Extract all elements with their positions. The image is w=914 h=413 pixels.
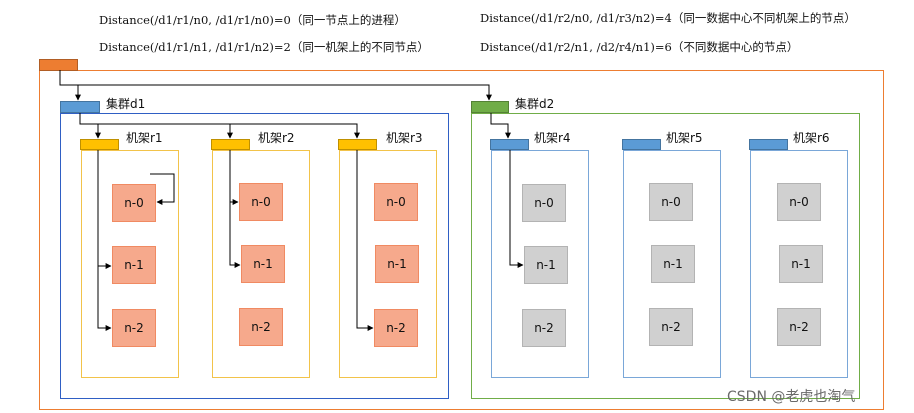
formula-1-note: （同一节点上的进程） (290, 13, 406, 27)
formula-1: Distance(/d1/r1/n0, /d1/r1/n0)=0（同一节点上的进… (99, 12, 406, 28)
rack-r3-node-2: n-2 (374, 309, 418, 347)
rack-r6-container (750, 150, 848, 378)
rack-r6-node-2: n-2 (777, 308, 821, 346)
rack-r5-tab (622, 139, 661, 150)
rack-r4-container (491, 150, 589, 378)
formula-4: Distance(/d1/r2/n1, /d2/r4/n1)=6（不同数据中心的… (480, 39, 798, 55)
rack-r4-tab (490, 139, 529, 150)
rack-r3-tab (338, 139, 377, 150)
rack-r5-node-1: n-1 (651, 245, 695, 283)
rack-r5-node-0: n-0 (649, 183, 693, 221)
rack-r1-label: 机架r1 (126, 131, 163, 145)
rack-r1-container (81, 150, 179, 378)
rack-r4-node-2: n-2 (522, 309, 566, 347)
rack-r2-node-2: n-2 (239, 308, 283, 346)
formula-4-expr: Distance(/d1/r2/n1, /d2/r4/n1)=6 (480, 40, 672, 54)
formula-3: Distance(/d1/r2/n0, /d1/r3/n2)=4（同一数据中心不… (480, 10, 856, 26)
rack-r3-label: 机架r3 (386, 131, 423, 145)
rack-r2-tab (211, 139, 250, 150)
watermark: CSDN @老虎也淘气 (727, 389, 856, 405)
formula-2-expr: Distance(/d1/r1/n1, /d1/r1/n2)=2 (99, 40, 291, 54)
formula-2: Distance(/d1/r1/n1, /d1/r1/n2)=2（同一机架上的不… (99, 39, 429, 55)
rack-r4-node-0: n-0 (522, 184, 566, 222)
rack-r1-node-0: n-0 (112, 184, 156, 222)
rack-r2-node-0: n-0 (239, 183, 283, 221)
rack-r4-node-1: n-1 (524, 246, 568, 284)
rack-r1-node-1: n-1 (112, 246, 156, 284)
rack-r3-node-1: n-1 (375, 245, 419, 283)
rack-r6-label: 机架r6 (793, 131, 830, 145)
cluster-d2-container (471, 113, 860, 399)
rack-r2-label: 机架r2 (258, 131, 295, 145)
cluster-d1-label: 集群d1 (106, 97, 146, 111)
rack-r6-node-0: n-0 (777, 183, 821, 221)
rack-r5-node-2: n-2 (649, 308, 693, 346)
cluster-d2-label: 集群d2 (515, 97, 555, 111)
cluster-d1-container (60, 113, 449, 399)
formula-3-expr: Distance(/d1/r2/n0, /d1/r3/n2)=4 (480, 11, 672, 25)
rack-r6-tab (749, 139, 788, 150)
formula-1-expr: Distance(/d1/r1/n0, /d1/r1/n0)=0 (99, 13, 291, 27)
rack-r3-node-0: n-0 (374, 183, 418, 221)
formula-3-note: （同一数据中心不同机架上的节点） (671, 11, 856, 25)
rack-r2-container (212, 150, 310, 378)
rack-r5-container (623, 150, 721, 378)
rack-r1-tab (80, 139, 119, 150)
formula-4-note: （不同数据中心的节点） (671, 40, 799, 54)
formula-2-note: （同一机架上的不同节点） (290, 40, 429, 54)
rack-r2-node-1: n-1 (241, 245, 285, 283)
cluster-d2-tab (471, 101, 509, 113)
cluster-d1-tab (60, 101, 100, 113)
rack-r6-node-1: n-1 (779, 245, 823, 283)
rack-r5-label: 机架r5 (666, 131, 703, 145)
root-tab (39, 59, 78, 71)
rack-r4-label: 机架r4 (534, 131, 571, 145)
rack-r3-container (339, 150, 437, 378)
rack-r1-node-2: n-2 (112, 309, 156, 347)
root-container (39, 70, 884, 410)
